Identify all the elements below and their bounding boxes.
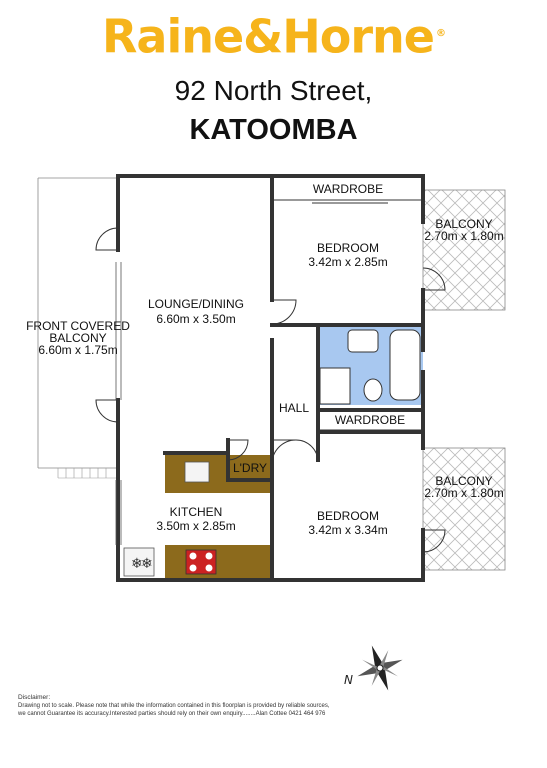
floor-plan: ❄ ❄: [26, 174, 506, 582]
hall-label: HALL: [279, 401, 309, 415]
window-lines: [115, 262, 122, 545]
listing-suburb: KATOOMBA: [189, 114, 358, 146]
balcony-1-label: BALCONY: [435, 217, 492, 231]
fridge-snowflake-icon: ❄: [141, 556, 153, 572]
fridge: [123, 547, 155, 577]
lounge-label: LOUNGE/DINING: [148, 297, 244, 311]
vanity-basin: [347, 329, 379, 353]
cooktop-burner: [205, 564, 213, 572]
kitchen-dims: 3.50m x 2.85m: [156, 519, 235, 533]
disclaimer: Disclaimer: Drawing not to scale. Please…: [18, 694, 378, 718]
cooktop-burner: [189, 564, 197, 572]
disclaimer-title: Disclaimer:: [18, 694, 51, 701]
compass-rose-icon: N: [344, 645, 403, 691]
registered-mark: ®: [436, 28, 446, 39]
brand-logo-text: Raine&Horne: [101, 9, 435, 64]
balcony-2-area: [422, 447, 506, 571]
wardrobe-1-outline: [274, 199, 421, 204]
toilet: [363, 378, 383, 402]
front-balcony-label-2: BALCONY: [49, 331, 106, 345]
balcony-2-label: BALCONY: [435, 474, 492, 488]
laundry-label: L'DRY: [233, 461, 267, 475]
bedroom-1-label: BEDROOM: [317, 241, 379, 255]
cooktop-burner: [205, 552, 213, 560]
lounge-dims: 6.60m x 3.50m: [156, 312, 235, 326]
kitchen-label: KITCHEN: [170, 505, 223, 519]
wardrobe-1-label: WARDROBE: [313, 182, 383, 196]
front-balcony-railing: [57, 468, 116, 479]
kitchen-bench-lower: [165, 545, 270, 578]
cooktop-burner: [189, 552, 197, 560]
fridge-snowflake-icon: ❄: [131, 556, 143, 572]
shower: [319, 367, 351, 405]
front-balcony-dims: 6.60m x 1.75m: [38, 343, 117, 357]
balcony-1-dims: 2.70m x 1.80m: [424, 229, 503, 243]
compass-north-letter: N: [344, 673, 353, 687]
kitchen-bench: [165, 455, 270, 493]
front-balcony-label: FRONT COVERED: [26, 319, 130, 333]
brand-logo: Raine&Horne®: [0, 6, 547, 64]
listing-address: 92 North Street,: [174, 75, 373, 106]
bedroom-2-dims: 3.42m x 3.34m: [308, 523, 387, 537]
door-arcs: [95, 227, 446, 553]
kitchen-sink: [184, 461, 210, 483]
bathroom-fixtures: [319, 329, 421, 405]
walls: [116, 174, 425, 582]
disclaimer-line-1: Drawing not to scale. Please note that w…: [18, 703, 330, 709]
balcony-1-area: [422, 189, 506, 311]
disclaimer-line-2: we cannot Guarantee its accuracy.Interes…: [18, 711, 326, 717]
balcony-2-dims: 2.70m x 1.80m: [424, 486, 503, 500]
bedroom-2-label: BEDROOM: [317, 509, 379, 523]
bedroom-1-dims: 3.42m x 2.85m: [308, 255, 387, 269]
wardrobe-2-label: WARDROBE: [335, 413, 405, 427]
bath-tub: [389, 329, 421, 401]
front-balcony-area: [37, 177, 118, 469]
